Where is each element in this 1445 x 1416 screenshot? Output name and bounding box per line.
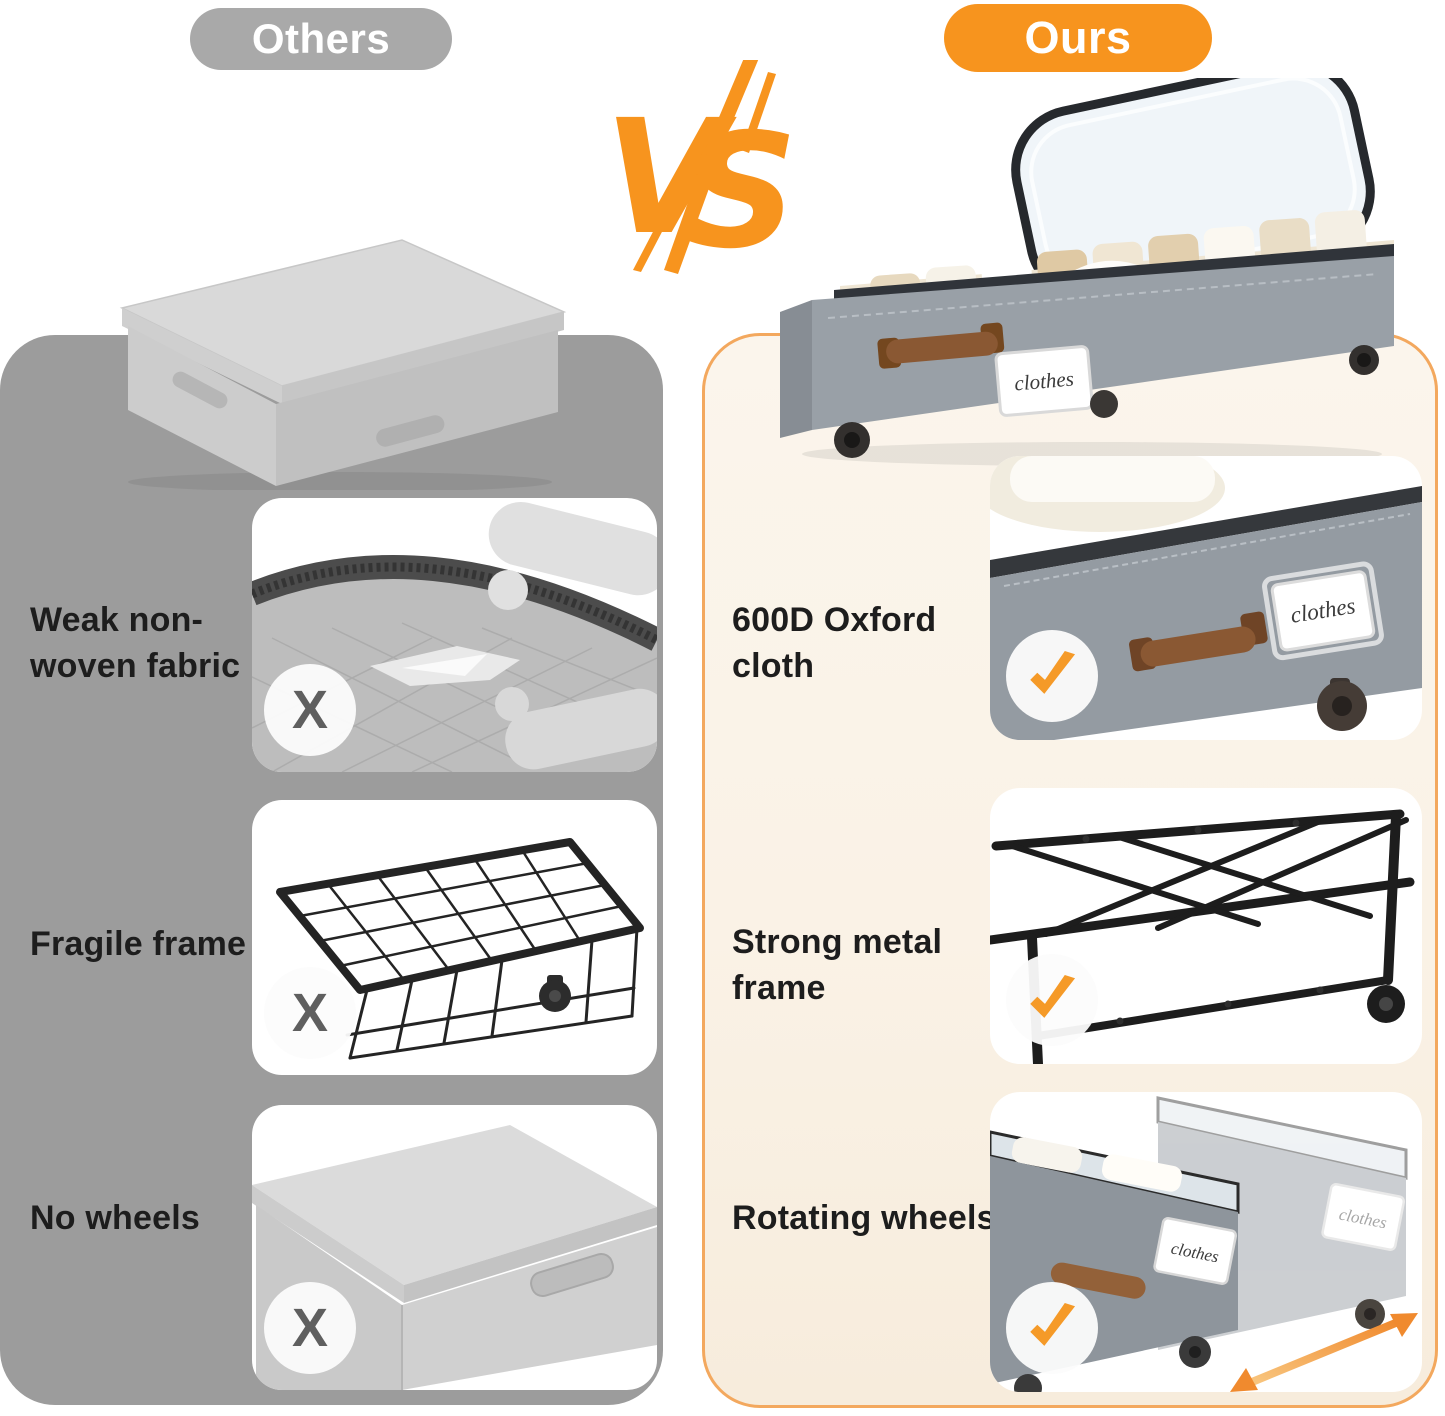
fabric-box-corner-illustration bbox=[252, 1125, 657, 1390]
x-mark-icon: X bbox=[264, 1282, 356, 1374]
clothes-label: clothes bbox=[1262, 561, 1384, 661]
wire-basket-illustration bbox=[276, 838, 644, 1060]
svg-text:clothes: clothes bbox=[1013, 366, 1074, 395]
leather-handle bbox=[1129, 611, 1268, 672]
ours-item-label-2: Strong metal frame bbox=[732, 923, 943, 1007]
ours-item-photo-1: clothes bbox=[990, 456, 1422, 740]
others-item-label-2: Fragile frame bbox=[30, 925, 247, 963]
others-item-photo-1: X bbox=[252, 498, 657, 772]
others-item-label-3: No wheels bbox=[30, 1199, 200, 1237]
others-item-label-1: Weak non-woven fabric bbox=[30, 601, 241, 685]
metal-frame-illustration bbox=[990, 809, 1415, 1064]
ours-badge-label: Ours bbox=[1024, 12, 1132, 63]
check-icon bbox=[1006, 954, 1098, 1046]
clothes-label: clothes bbox=[994, 345, 1094, 417]
others-badge: Others bbox=[190, 8, 452, 70]
oxford-cloth-box-illustration: clothes bbox=[990, 456, 1422, 740]
x-mark-icon: X bbox=[264, 967, 356, 1059]
vs-graphic: V S bbox=[598, 58, 810, 284]
gray-fabric-box-illustration bbox=[119, 239, 567, 492]
others-item-photo-3: X bbox=[252, 1105, 657, 1390]
check-icon bbox=[1006, 1282, 1098, 1374]
check-icon bbox=[1006, 630, 1098, 722]
others-item-photo-2: X bbox=[252, 800, 657, 1075]
ours-item-photo-2 bbox=[990, 788, 1422, 1064]
vs-letter-v: V bbox=[604, 86, 737, 270]
ours-item-label-3: Rotating wheels bbox=[732, 1199, 996, 1237]
ours-product-photo: clothes bbox=[752, 58, 1440, 470]
ours-badge: Ours bbox=[944, 4, 1212, 72]
motion-arrow-icon bbox=[1230, 1313, 1418, 1392]
ours-item-photo-3: clothes clothes bbox=[990, 1092, 1422, 1392]
others-product-photo bbox=[70, 190, 575, 492]
underbed-storage-open-illustration: clothes bbox=[780, 58, 1394, 466]
ours-item-label-1: 600D Oxford cloth bbox=[732, 601, 937, 685]
lightning-bolt-icon bbox=[633, 58, 776, 274]
vs-lightning-icon: V S bbox=[604, 58, 798, 284]
leather-handle bbox=[877, 322, 1005, 369]
others-badge-label: Others bbox=[251, 15, 391, 62]
x-mark-icon: X bbox=[264, 664, 356, 756]
